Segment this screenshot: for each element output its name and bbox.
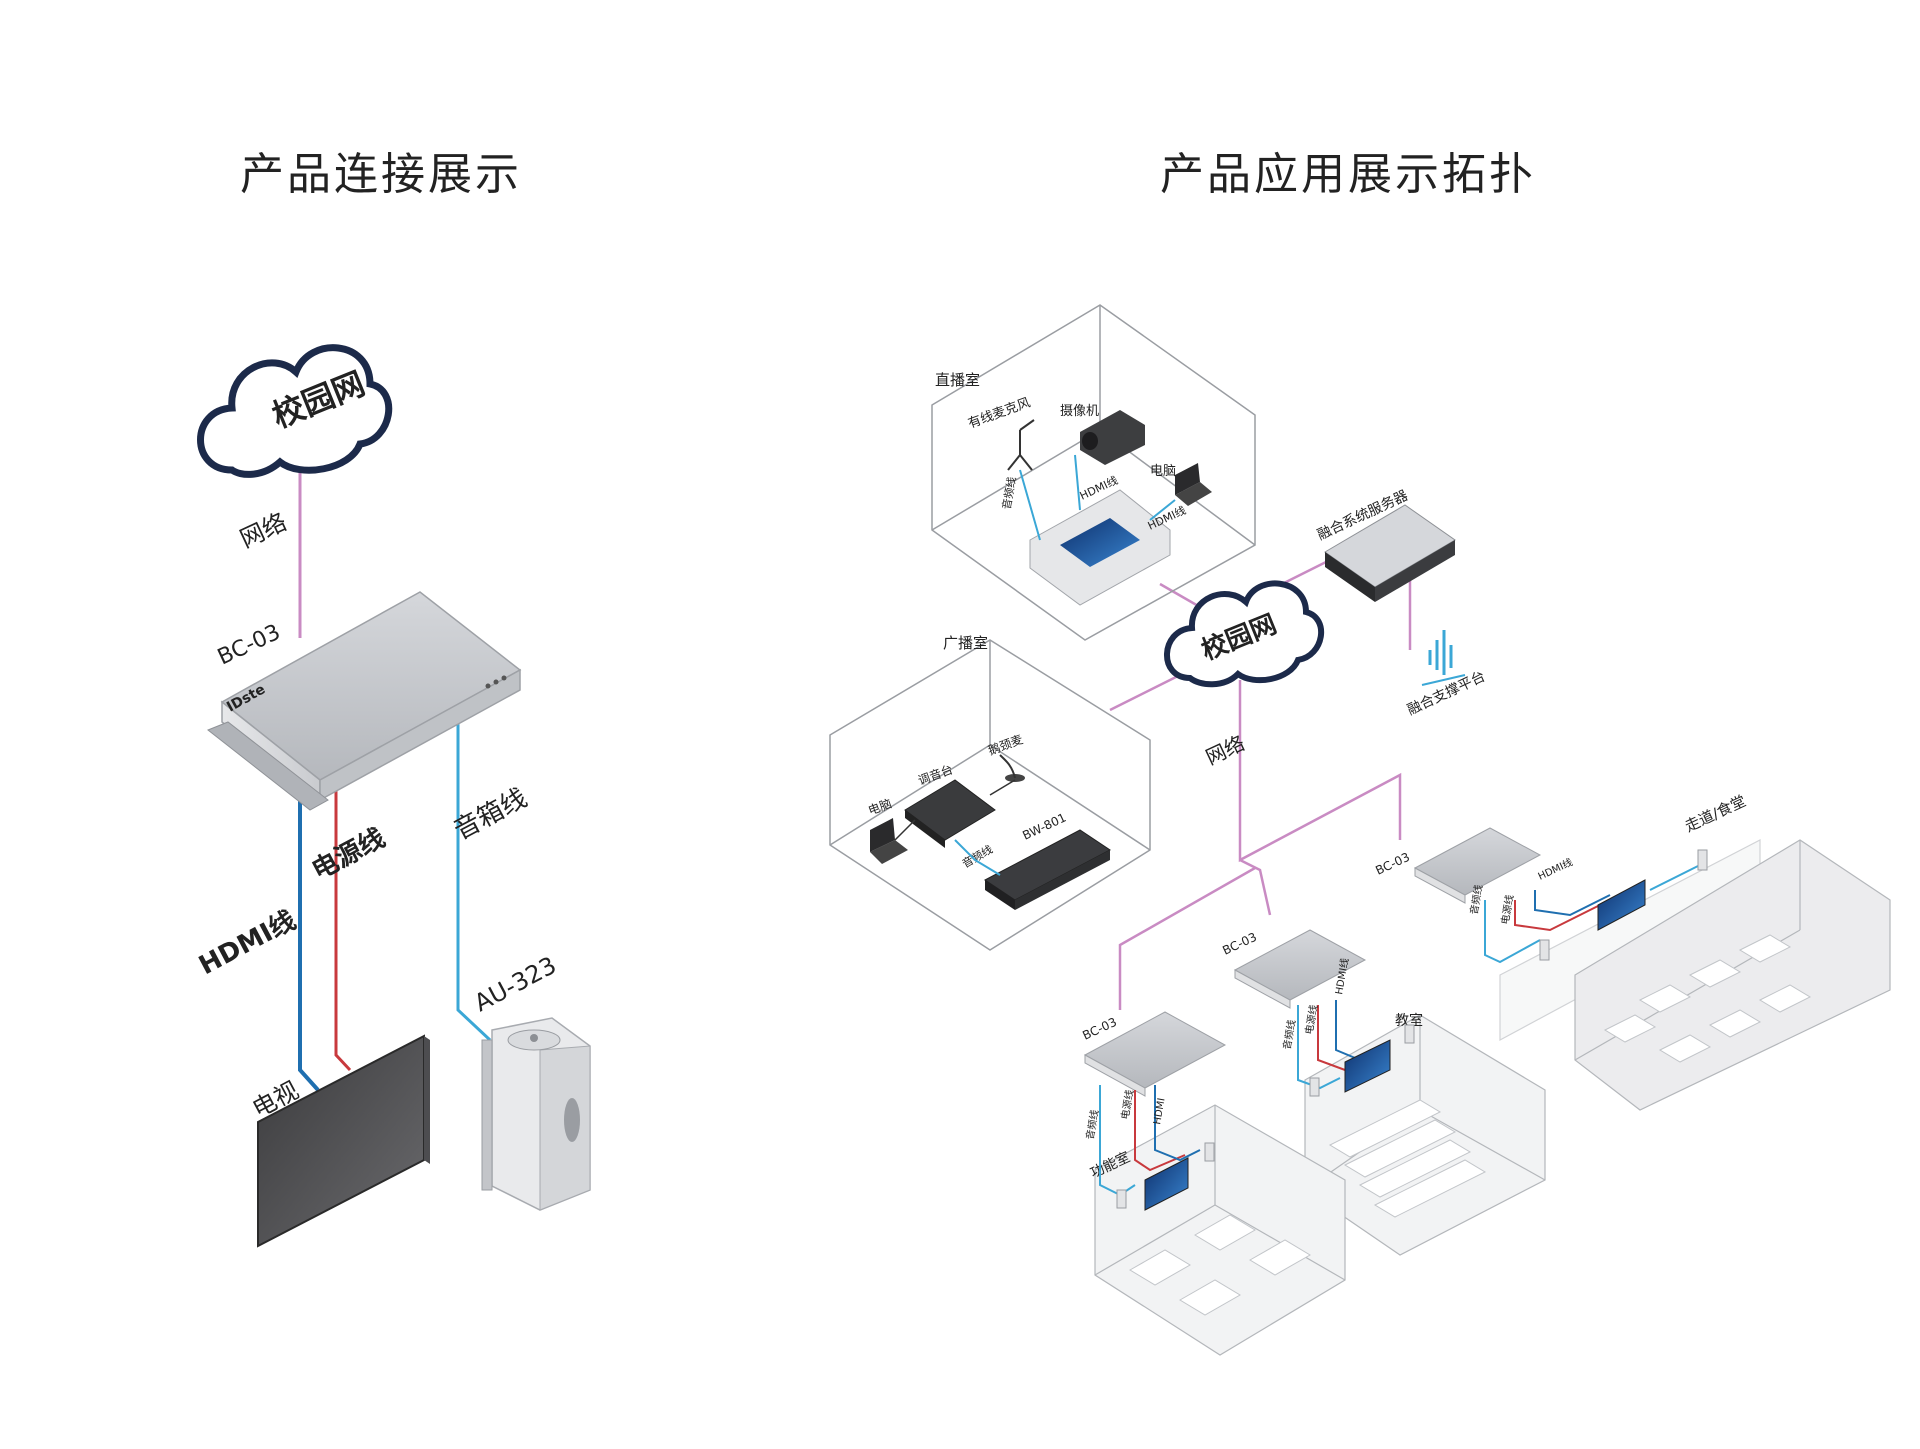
gooseneck-mic-icon [999, 754, 1025, 782]
hdmi-label: HDMI线 [194, 905, 301, 981]
broadcast-mic-label: 鹅颈麦 [986, 732, 1025, 757]
function-hdmi-label: HDMI [1152, 1097, 1167, 1125]
broadcast-room [829, 639, 1151, 951]
function-tv-icon [1144, 1157, 1189, 1211]
speaker-cable [456, 710, 492, 1042]
studio-room-label: 直播室 [935, 371, 980, 389]
network-lines [1109, 543, 1412, 1010]
cloud-icon [197, 344, 393, 478]
title-right: 产品应用展示拓扑 [1160, 149, 1536, 200]
classroom-desks [1328, 1099, 1487, 1218]
mixer-icon [904, 779, 996, 848]
studio-hdmi-line-2 [1149, 499, 1176, 521]
mic-icon [1007, 419, 1035, 471]
right-diagram: 校园网 网络 直播室 有线麦克风 摄像机 电脑 [829, 304, 1891, 1356]
speaker-cable-label: 音箱线 [449, 783, 532, 846]
function-speaker-icons [1116, 1142, 1215, 1209]
studio-audio-line [1019, 469, 1041, 541]
cloud-icon-right [1164, 580, 1325, 688]
broadcast-audio-label: 音频线 [960, 842, 996, 871]
function-audio-line [1099, 1085, 1136, 1197]
classroom-room-label: 教室 [1395, 1012, 1423, 1029]
function-room-bc03 [1083, 1011, 1227, 1097]
broadcast-pc-line [894, 819, 916, 841]
power-cable [334, 770, 352, 1072]
power-label: 电源线 [307, 823, 390, 886]
broadcast-audio-line [954, 839, 1001, 876]
corridor-speaker-icons [1539, 849, 1708, 961]
speaker-label: AU-323 [470, 951, 561, 1017]
speaker-icon [481, 1017, 591, 1211]
bc03-label: BC-03 [214, 620, 284, 671]
studio-laptop-icon [1175, 463, 1212, 506]
studio-audio-label: 音频线 [999, 476, 1019, 511]
corridor-speaker-line [1649, 864, 1701, 891]
corridor-hdmi-label: HDMI线 [1536, 855, 1575, 882]
broadcast-device-label: BW-801 [1020, 810, 1068, 842]
function-audio-label: 音频线 [1083, 1109, 1101, 1141]
studio-mic-label: 有线麦克风 [966, 395, 1032, 431]
classroom-tv-icon [1344, 1039, 1391, 1093]
platform-label: 融合支撑平台 [1405, 669, 1488, 719]
corridor-tv-icon [1597, 879, 1646, 931]
studio-pc-label: 电脑 [1150, 464, 1176, 479]
broadcast-laptop-icon [870, 818, 908, 864]
network-label: 网络 [236, 508, 291, 554]
corridor-power-label: 电源线 [1498, 894, 1516, 926]
classroom-audio-label: 音频线 [1280, 1019, 1298, 1051]
bw801-icon [984, 829, 1111, 910]
camera-icon [1080, 410, 1145, 465]
studio-console-icon [1029, 489, 1171, 606]
studio-camera-label: 摄像机 [1060, 404, 1099, 419]
server-icon [1324, 504, 1456, 602]
classroom-device-label: BC-03 [1220, 930, 1259, 958]
function-hdmi-line [1154, 1085, 1201, 1162]
broadcast-mic-line [989, 779, 1016, 796]
classroom-speaker-icons [1309, 1024, 1415, 1097]
corridor-bc03 [1413, 827, 1542, 904]
bc03-device [207, 591, 522, 811]
corridor-device-label: BC-03 [1373, 850, 1412, 878]
platform-icon [1421, 630, 1466, 686]
corridor-hdmi-line [1534, 890, 1611, 917]
tv-icon [257, 1034, 430, 1248]
classroom-audio-line [1297, 1005, 1341, 1090]
studio-hdmi-line [1074, 454, 1081, 511]
broadcast-room-label: 广播室 [943, 634, 988, 652]
title-left: 产品连接展示 [240, 149, 522, 200]
classroom-bc03 [1233, 929, 1367, 1009]
corridor-power-line [1514, 900, 1601, 932]
function-room-device-label: BC-03 [1080, 1015, 1119, 1043]
hdmi-cable [298, 770, 320, 1092]
left-diagram: 校园网 网络 IDste BC-03 HDMI线 电源线 音箱线 电视 [194, 344, 591, 1248]
network-label-right: 网络 [1202, 731, 1248, 770]
corridor-audio-line [1484, 900, 1541, 964]
function-power-line [1134, 1090, 1186, 1172]
function-power-label: 电源线 [1118, 1089, 1136, 1121]
corridor-room-label: 走道/食堂 [1682, 792, 1749, 836]
function-room-tables [1129, 1214, 1311, 1316]
corridor-tables [1603, 934, 1812, 1063]
